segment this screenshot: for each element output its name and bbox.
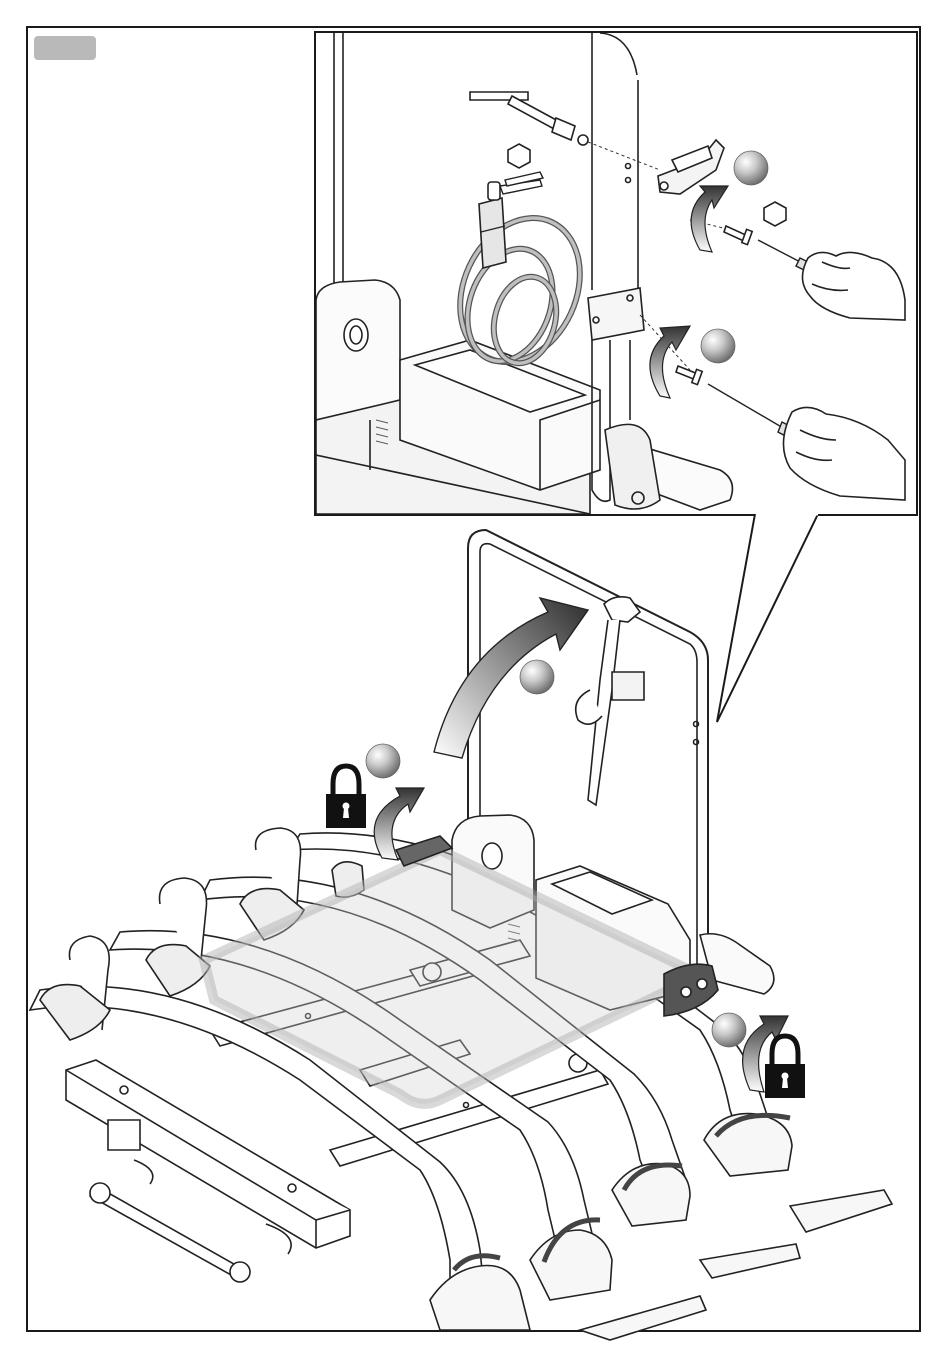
- step-ball-icon: [366, 744, 400, 778]
- step-ball-icon: [701, 329, 735, 363]
- hex-size-icon: [508, 144, 530, 168]
- frame-clip: [588, 288, 644, 340]
- frame-strap: [576, 597, 644, 805]
- tow-bar-coupling: [66, 1060, 350, 1282]
- fold-up-frame-arrow: [434, 598, 588, 758]
- hex-size-icon: [764, 202, 786, 226]
- step-ball-icon: [520, 660, 554, 694]
- bike-carrier-illustration: [30, 530, 892, 1340]
- step-ball-icon: [712, 1013, 746, 1047]
- lock-right-icon: [765, 1036, 805, 1098]
- callout-pointer: [717, 514, 818, 722]
- lock-left-icon: [326, 766, 366, 828]
- step-ball-icon: [734, 151, 768, 185]
